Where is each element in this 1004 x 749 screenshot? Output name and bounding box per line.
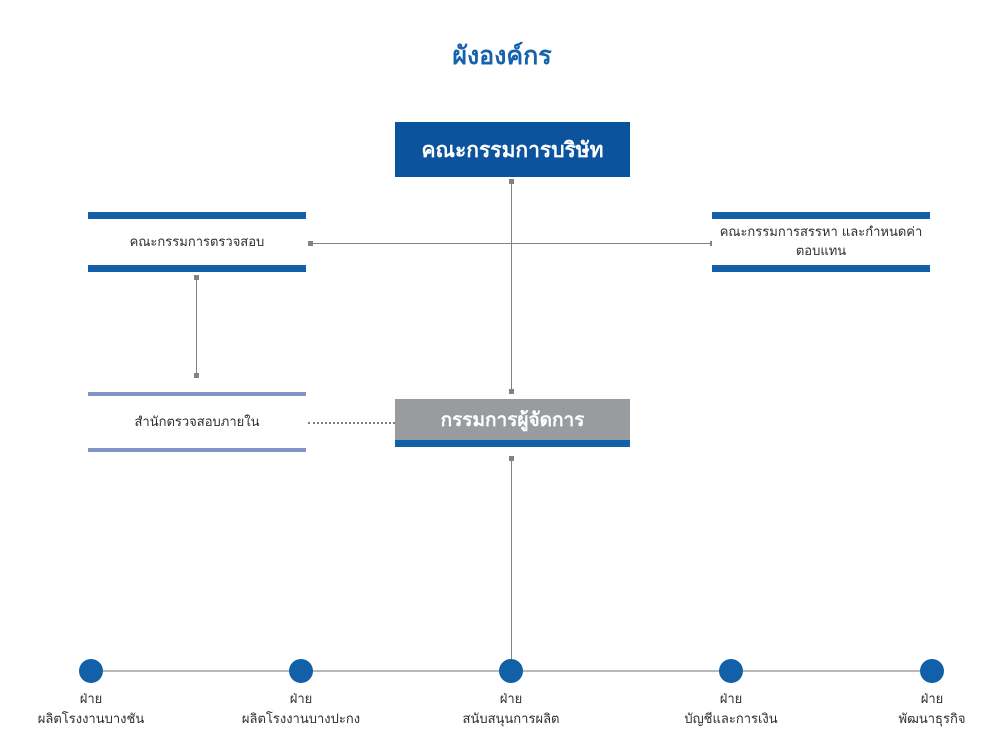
connector-committees-horizontal — [311, 243, 712, 244]
department-label-1: ฝ่าย ผลิตโรงงานบางชัน — [0, 690, 191, 730]
connector-endpoint-dot — [509, 389, 514, 394]
department-node-5[interactable] — [920, 659, 944, 683]
node-audit-committee-label: คณะกรรมการตรวจสอบ — [129, 234, 265, 250]
node-nomination-remuneration-committee[interactable]: คณะกรรมการสรรหา และกำหนดค่าตอบแทน — [712, 212, 930, 272]
connector-internal-audit-to-md-dotted — [308, 422, 395, 424]
department-label-3-line2: สนับสนุนการผลิต — [462, 712, 560, 727]
department-node-3[interactable] — [499, 659, 523, 683]
department-node-4[interactable] — [719, 659, 743, 683]
department-label-2-line1: ฝ่าย — [289, 692, 313, 707]
connector-endpoint-dot — [194, 373, 199, 378]
department-label-3-line1: ฝ่าย — [499, 692, 523, 707]
connector-endpoint-dot — [509, 456, 514, 461]
department-label-4-line1: ฝ่าย — [719, 692, 743, 707]
department-label-4: ฝ่าย บัญชีและการเงิน — [631, 690, 831, 730]
node-board-label: คณะกรรมการบริษัท — [421, 137, 604, 162]
node-internal-audit-office[interactable]: สำนักตรวจสอบภายใน — [88, 392, 306, 452]
connector-md-to-departments — [511, 458, 512, 671]
connector-board-to-md — [511, 181, 512, 391]
node-managing-director-label: กรรมการผู้จัดการ — [440, 408, 585, 431]
connector-endpoint-dot — [194, 275, 199, 280]
department-label-5-line1: ฝ่าย — [920, 692, 944, 707]
connector-audit-to-internal-audit — [196, 277, 197, 375]
node-nomination-committee-text: คณะกรรมการสรรหา และกำหนดค่าตอบแทน — [712, 223, 930, 261]
node-nomination-committee-line1: คณะกรรมการสรรหา — [719, 225, 838, 240]
department-label-2-line2: ผลิตโรงงานบางปะกง — [241, 712, 361, 727]
department-label-1-line2: ผลิตโรงงานบางชัน — [37, 712, 145, 727]
node-board-of-directors[interactable]: คณะกรรมการบริษัท — [395, 122, 630, 177]
node-nomination-committee-line2: และกำหนดค่าตอบแทน — [795, 225, 923, 259]
connector-endpoint-dot — [509, 179, 514, 184]
connector-endpoint-dot — [308, 241, 313, 246]
department-label-5-line2: พัฒนาธุรกิจ — [898, 712, 966, 727]
node-internal-audit-label: สำนักตรวจสอบภายใน — [134, 414, 260, 430]
department-label-3: ฝ่าย สนับสนุนการผลิต — [411, 690, 611, 730]
department-label-4-line2: บัญชีและการเงิน — [684, 712, 778, 727]
department-label-1-line1: ฝ่าย — [79, 692, 103, 707]
page-title: ผังองค์กร — [452, 41, 552, 70]
department-label-2: ฝ่าย ผลิตโรงงานบางปะกง — [201, 690, 401, 730]
department-node-1[interactable] — [79, 659, 103, 683]
node-audit-committee[interactable]: คณะกรรมการตรวจสอบ — [88, 212, 306, 272]
department-label-5: ฝ่าย พัฒนาธุรกิจ — [832, 690, 1004, 730]
node-managing-director[interactable]: กรรมการผู้จัดการ — [395, 399, 630, 447]
department-node-2[interactable] — [289, 659, 313, 683]
